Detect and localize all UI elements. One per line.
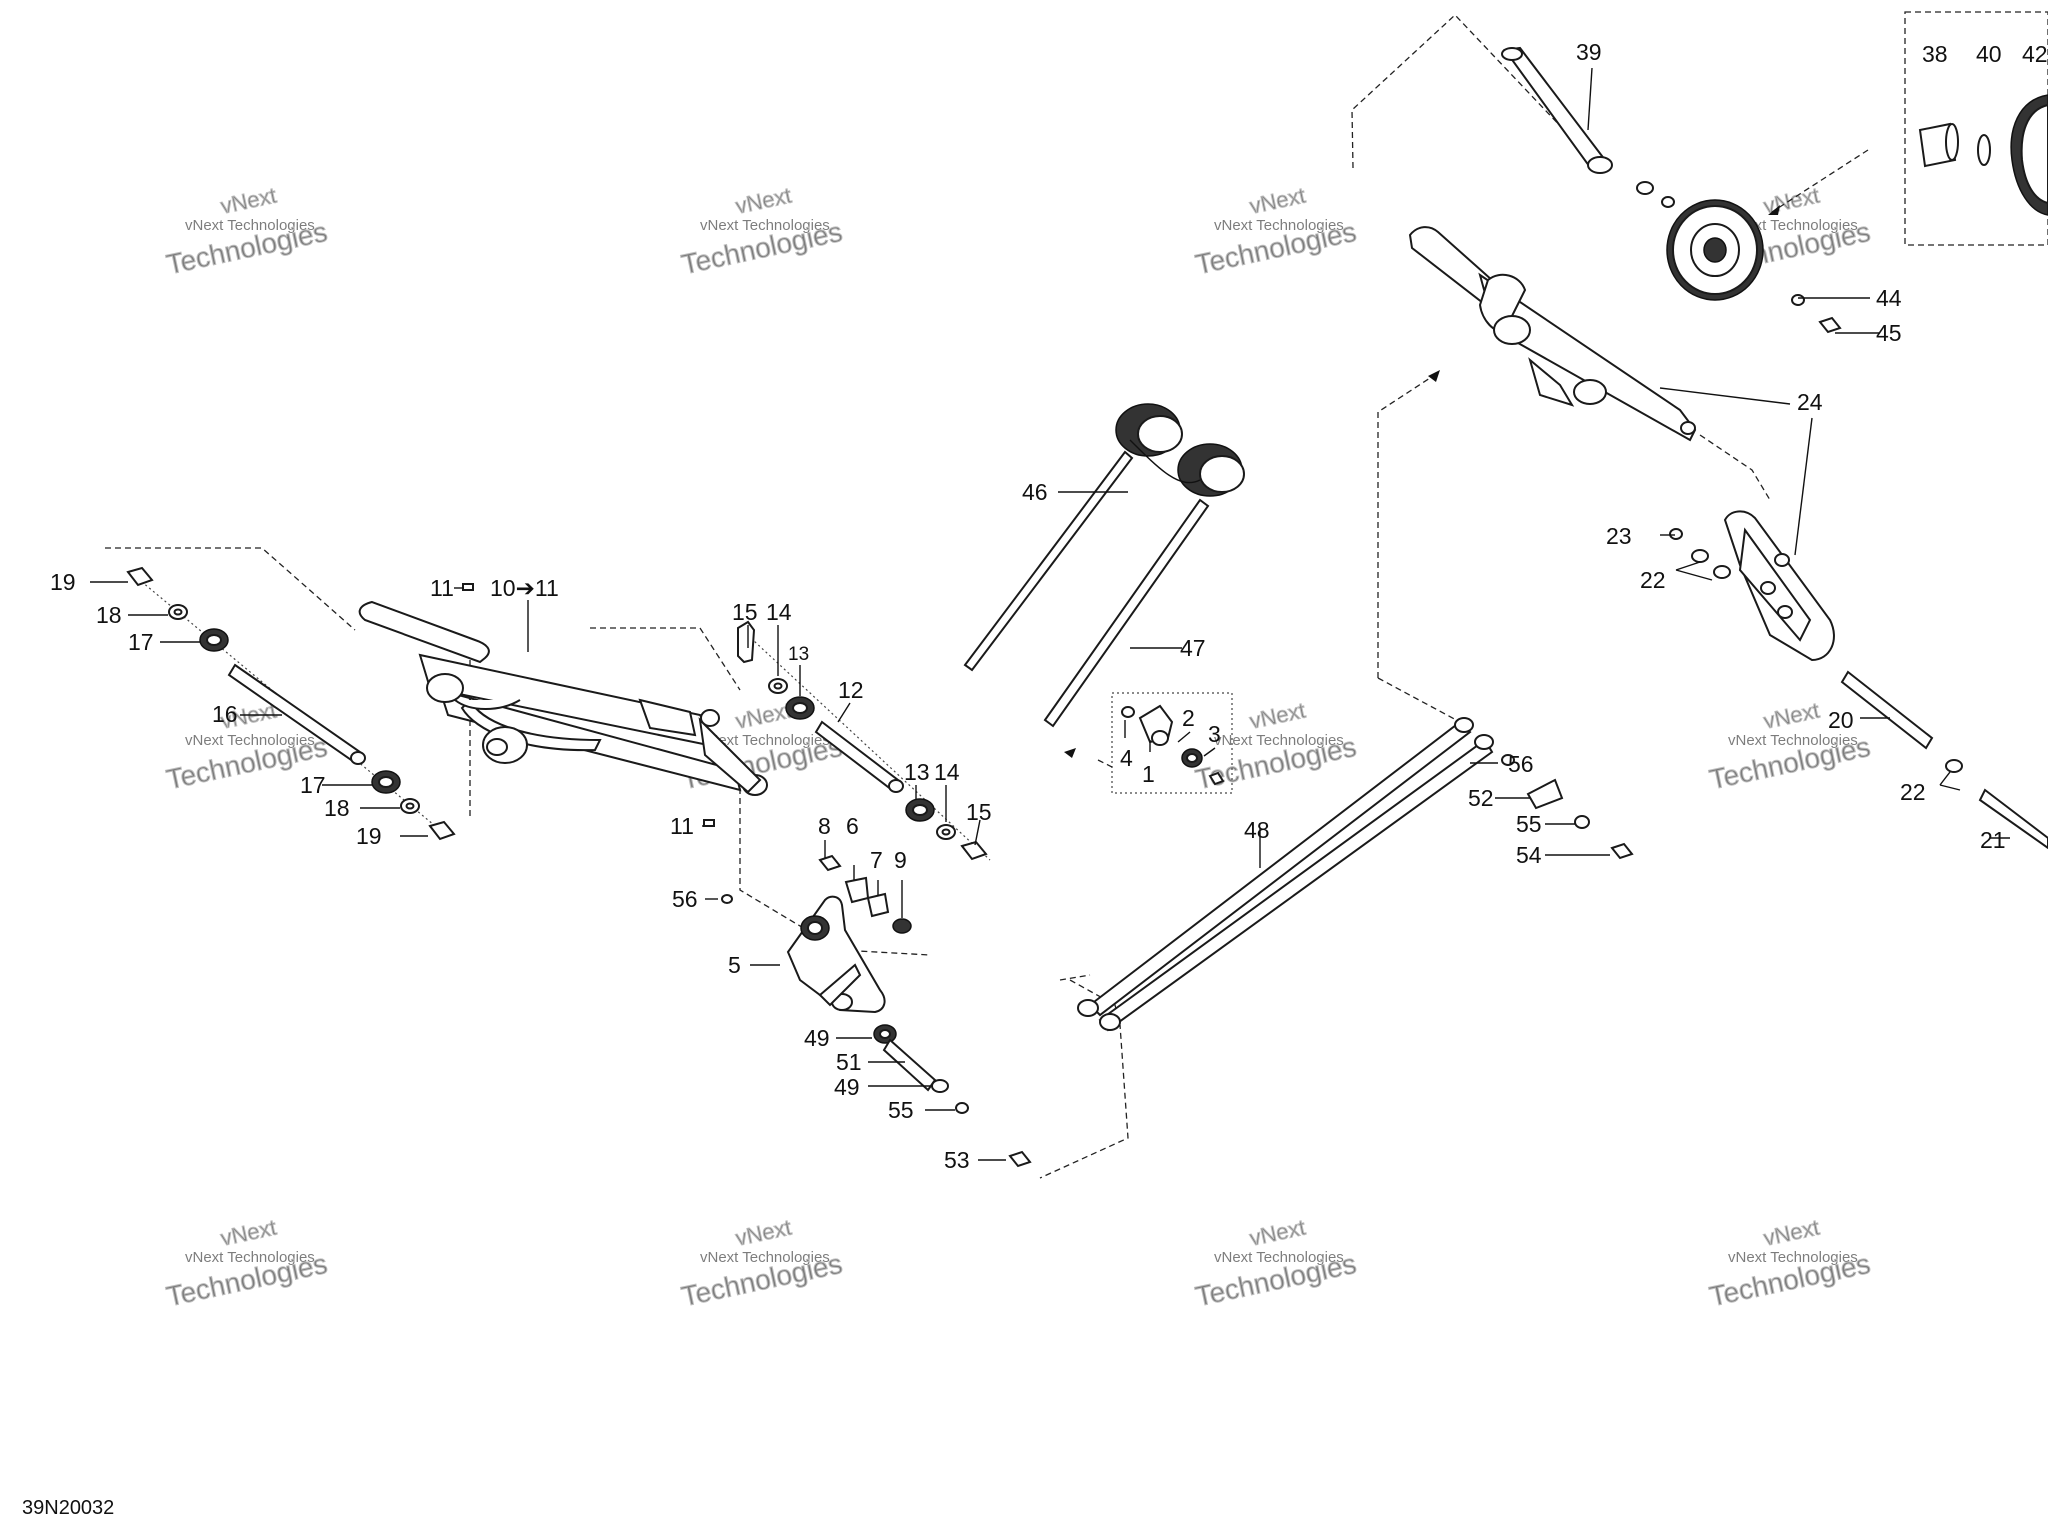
idler-wheel xyxy=(1666,199,1842,334)
svg-text:vNext: vNext xyxy=(733,698,793,734)
watermark: vNext Technologies Technologies vNext xyxy=(163,182,330,281)
svg-text:vNext: vNext xyxy=(733,183,793,219)
callout-49-upper: 49 xyxy=(804,1025,830,1051)
screw-11-lower xyxy=(703,819,715,827)
inset-wheel-parts xyxy=(1918,94,2048,216)
callout-55-right: 55 xyxy=(1516,811,1542,837)
callout-49-lower: 49 xyxy=(834,1074,860,1100)
callout-22-lower: 22 xyxy=(1900,779,1926,805)
callout-46: 46 xyxy=(1022,479,1048,505)
callout-40: 40 xyxy=(1976,41,2002,67)
svg-text:vNext: vNext xyxy=(1247,1215,1307,1251)
callout-19-upper: 19 xyxy=(50,569,76,595)
diagram-code: 39N20032 xyxy=(22,1497,114,1519)
svg-text:vNext Technologies: vNext Technologies xyxy=(1214,1249,1344,1266)
svg-text:vNext Technologies: vNext Technologies xyxy=(1728,217,1858,234)
watermark: vNext Technologies Technologies vNext xyxy=(1706,1214,1873,1313)
callout-53: 53 xyxy=(944,1147,970,1173)
clamp-group xyxy=(1121,704,1225,786)
watermark: vNext Technologies Technologies vNext xyxy=(678,1214,845,1313)
callout-23: 23 xyxy=(1606,523,1632,549)
callout-5: 5 xyxy=(728,952,741,978)
svg-text:vNext Technologies: vNext Technologies xyxy=(700,217,830,234)
torsion-springs xyxy=(963,403,1245,728)
svg-text:vNext Technologies: vNext Technologies xyxy=(1214,217,1344,234)
rear-arm-24 xyxy=(1408,46,1697,442)
rail-hardware-right xyxy=(1501,754,1634,860)
callout-52: 52 xyxy=(1468,785,1494,811)
svg-text:vNext: vNext xyxy=(218,183,278,219)
callout-11-lower: 11 xyxy=(670,813,694,839)
callout-48: 48 xyxy=(1244,817,1270,843)
callout-55-left: 55 xyxy=(888,1097,914,1123)
callout-14-lower: 14 xyxy=(934,759,960,785)
callout-44: 44 xyxy=(1876,285,1902,311)
callout-56-left: 56 xyxy=(672,886,698,912)
suspension-rail-48 xyxy=(1077,717,1494,1032)
svg-text:vNext: vNext xyxy=(1247,698,1307,734)
callout-15-upper: 15 xyxy=(732,599,758,625)
svg-text:vNext: vNext xyxy=(1761,698,1821,734)
watermark: vNext Technologies Technologies vNext xyxy=(1192,182,1359,281)
callout-13-lower: 13 xyxy=(904,759,930,785)
callout-7: 7 xyxy=(870,847,883,873)
callout-56-right: 56 xyxy=(1508,751,1534,777)
svg-text:vNext: vNext xyxy=(218,1215,278,1251)
callout-11-upper: 11 xyxy=(430,575,454,601)
svg-text:vNext: vNext xyxy=(733,1215,793,1251)
callout-22-upper: 22 xyxy=(1640,567,1666,593)
svg-text:vNext Technologies: vNext Technologies xyxy=(700,732,830,749)
callout-18-upper: 18 xyxy=(96,602,122,628)
watermark: vNext Technologies Technologies vNext xyxy=(163,1214,330,1313)
callout-54: 54 xyxy=(1516,842,1542,868)
callout-16: 16 xyxy=(212,701,238,727)
callout-10-11: 10➔11 xyxy=(490,575,559,601)
callout-8: 8 xyxy=(818,813,831,839)
pin-12-group xyxy=(737,620,991,861)
callout-51: 51 xyxy=(836,1049,862,1075)
svg-text:vNext Technologies: vNext Technologies xyxy=(185,1249,315,1266)
watermark: vNext Technologies Technologies vNext xyxy=(678,182,845,281)
svg-text:vNext Technologies: vNext Technologies xyxy=(700,1249,830,1266)
svg-text:vNext Technologies: vNext Technologies xyxy=(1728,732,1858,749)
callout-6: 6 xyxy=(846,813,859,839)
callout-17-lower: 17 xyxy=(300,772,326,798)
watermark-layer: vNext Technologies Technologies vNext vN… xyxy=(163,182,1873,1313)
callout-47: 47 xyxy=(1180,635,1206,661)
svg-text:vNext Technologies: vNext Technologies xyxy=(185,217,315,234)
watermark: vNext Technologies Technologies vNext xyxy=(1192,1214,1359,1313)
svg-text:vNext: vNext xyxy=(1247,183,1307,219)
callout-39: 39 xyxy=(1576,39,1602,65)
svg-text:vNext Technologies: vNext Technologies xyxy=(185,732,315,749)
callout-13-upper: 13 xyxy=(788,644,809,665)
svg-text:vNext Technologies: vNext Technologies xyxy=(1728,1249,1858,1266)
callout-14-upper: 14 xyxy=(766,599,792,625)
callout-12: 12 xyxy=(838,677,864,703)
callout-3: 3 xyxy=(1208,721,1221,747)
left-pivot-bolt-group xyxy=(126,566,456,841)
rear-bracket xyxy=(1669,510,2048,850)
front-arm xyxy=(358,600,768,796)
callouts: 19 18 17 16 17 18 19 11 10➔11 15 14 13 1… xyxy=(50,39,2048,1173)
callout-15-lower: 15 xyxy=(966,799,992,825)
callout-18-lower: 18 xyxy=(324,795,350,821)
callout-17-upper: 17 xyxy=(128,629,154,655)
callout-42: 42 xyxy=(2022,41,2048,67)
svg-text:vNext: vNext xyxy=(1761,1215,1821,1251)
callout-45: 45 xyxy=(1876,320,1902,346)
callout-2: 2 xyxy=(1182,705,1195,731)
callout-4: 4 xyxy=(1120,745,1133,771)
bracket-5-group xyxy=(721,854,1032,1168)
screw-11-upper xyxy=(462,583,474,591)
callout-19-lower: 19 xyxy=(356,823,382,849)
callout-9: 9 xyxy=(894,847,907,873)
callout-21: 21 xyxy=(1980,827,2006,853)
leader-lines xyxy=(90,67,2010,1161)
callout-1: 1 xyxy=(1142,761,1155,787)
callout-38: 38 xyxy=(1922,41,1948,67)
callout-24: 24 xyxy=(1797,389,1823,415)
callout-20: 20 xyxy=(1828,707,1854,733)
svg-text:vNext Technologies: vNext Technologies xyxy=(1214,732,1344,749)
